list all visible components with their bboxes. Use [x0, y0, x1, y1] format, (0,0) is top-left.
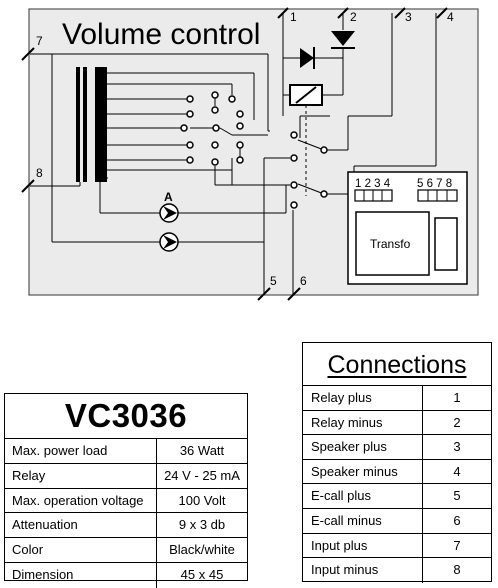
diode-icon — [331, 31, 355, 49]
specs-value: 24 V - 25 mA — [164, 467, 240, 483]
connection-label: E-call minus — [303, 508, 423, 533]
specs-row: Relay 24 V - 25 mA — [5, 463, 247, 489]
specs-row: Max. operation voltage 100 Volt — [5, 488, 247, 514]
terminal-label-8: 8 — [36, 166, 43, 180]
connection-label: Relay plus — [303, 386, 423, 410]
connection-number: 4 — [453, 463, 461, 479]
connections-table: Connections Relay plus 1 Relay minus 2 S… — [302, 342, 492, 583]
connection-row: Input minus 8 — [303, 558, 491, 583]
connection-label: Speaker plus — [303, 435, 423, 459]
specs-row: Max. power load 36 Watt — [5, 439, 247, 464]
specs-label: Max. operation voltage — [5, 488, 157, 513]
input-jack-a-icon — [159, 203, 179, 223]
terminal-label-7: 7 — [36, 34, 43, 48]
connection-row: Relay minus 2 — [303, 410, 491, 436]
specs-value: 9 x 3 db — [178, 517, 226, 533]
connection-row: Speaker minus 4 — [303, 459, 491, 485]
connection-label: E-call plus — [303, 484, 423, 508]
input-jack-icon — [159, 232, 179, 252]
connection-label: Input minus — [303, 558, 423, 583]
connection-number: 6 — [453, 512, 461, 528]
model-number: VC3036 — [5, 394, 247, 439]
specs-label: Color — [5, 538, 157, 562]
connection-row: Input plus 7 — [303, 533, 491, 559]
specs-value: Black/white — [169, 542, 235, 558]
connection-number: 1 — [453, 390, 461, 405]
connection-row: Relay plus 1 — [303, 386, 491, 411]
specs-row: Attenuation 9 x 3 db — [5, 513, 247, 539]
connection-row: E-call minus 6 — [303, 508, 491, 534]
switch-contacts — [180, 91, 328, 209]
relay-coil-icon — [289, 84, 323, 106]
diode-icon — [300, 47, 315, 69]
connection-number: 2 — [453, 414, 461, 430]
connection-row: Speaker plus 3 — [303, 435, 491, 460]
specs-value: 45 x 45 — [180, 566, 224, 582]
specs-value: 36 Watt — [179, 443, 225, 458]
terminal-label-5: 5 — [270, 274, 277, 288]
specs-label: Attenuation — [5, 513, 157, 538]
specs-label: Relay — [5, 463, 157, 488]
connections-title-text: Connections — [327, 351, 467, 379]
specs-label: Max. power load — [5, 439, 157, 463]
block-left-pins: 1 2 3 4 — [355, 178, 391, 190]
transformer-core — [76, 67, 107, 182]
wiring — [30, 13, 437, 294]
specs-row: Dimension 45 x 45 — [5, 562, 247, 588]
specs-label: Dimension — [5, 562, 157, 588]
connection-label: Speaker minus — [303, 459, 423, 484]
input-label-a: A — [164, 190, 173, 204]
specs-table: VC3036 Max. power load 36 Watt Relay 24 … — [4, 393, 248, 588]
wiring-diagram: Volume control — [21, 7, 479, 301]
connection-number: 8 — [453, 562, 461, 578]
connection-label: Input plus — [303, 533, 423, 558]
terminal-label-3: 3 — [405, 10, 412, 24]
terminal-label-4: 4 — [447, 10, 454, 24]
specs-value: 100 Volt — [178, 492, 226, 508]
connection-number: 3 — [453, 439, 461, 455]
connection-label: Relay minus — [303, 410, 423, 435]
specs-row: Color Black/white — [5, 538, 247, 563]
diagram-title: Volume control — [62, 18, 260, 51]
terminal-label-6: 6 — [300, 274, 307, 288]
block-right-pins: 5 6 7 8 — [417, 178, 452, 190]
terminal-ticks — [21, 7, 448, 301]
connection-row: E-call plus 5 — [303, 484, 491, 509]
connection-number: 7 — [453, 537, 461, 553]
transfo-label: Transfo — [370, 237, 411, 251]
terminal-label-2: 2 — [350, 10, 357, 24]
connections-title: Connections — [303, 343, 491, 386]
connection-number: 5 — [453, 488, 461, 504]
transfo-block — [347, 171, 468, 285]
terminal-label-1: 1 — [290, 10, 297, 24]
